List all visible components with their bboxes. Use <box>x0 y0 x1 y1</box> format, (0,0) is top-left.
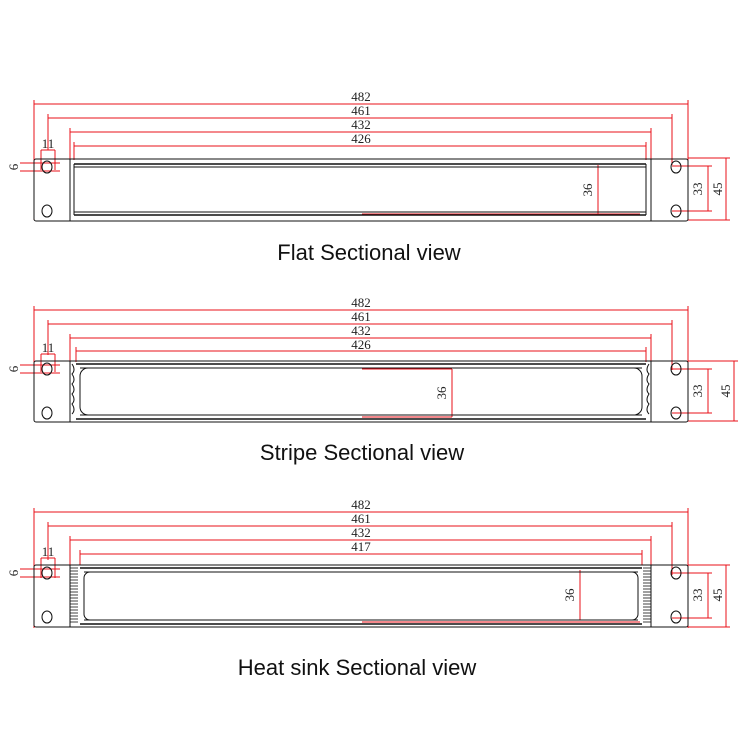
dim-ear-width: 11 <box>42 136 55 151</box>
dim-height: 45 <box>710 183 725 196</box>
dim-ear-width: 11 <box>42 340 55 355</box>
dim-hole-pitch: 33 <box>690 183 705 196</box>
dimension-lines <box>20 508 730 628</box>
dim-hole: 6 <box>6 163 21 170</box>
dim-426: 426 <box>351 337 371 352</box>
dim-432: 432 <box>351 323 371 338</box>
dim-hole: 6 <box>6 365 21 372</box>
caption-stripe: Stripe Sectional view <box>260 440 464 465</box>
dim-inner-height: 36 <box>580 183 595 197</box>
dim-inner-height: 36 <box>562 588 577 602</box>
dim-hole: 6 <box>6 569 21 576</box>
dim-inner-height: 36 <box>434 386 449 400</box>
dim-432: 432 <box>351 525 371 540</box>
caption-heat-sink: Heat sink Sectional view <box>238 655 477 680</box>
view-stripe: 482 461 432 426 11 6 36 33 45 Stripe Sec… <box>6 295 738 465</box>
dim-461: 461 <box>351 309 371 324</box>
dim-ear-width: 11 <box>42 544 55 559</box>
dim-height: 45 <box>710 589 725 602</box>
dim-482: 482 <box>351 89 371 104</box>
dimension-lines <box>20 100 730 221</box>
dim-482: 482 <box>351 295 371 310</box>
dim-417: 417 <box>351 539 371 554</box>
dim-426: 426 <box>351 131 371 146</box>
panel-outline <box>33 564 689 628</box>
dim-height: 45 <box>718 385 733 398</box>
view-heat-sink: 482 461 432 417 11 6 36 33 45 Heat sink … <box>6 497 730 680</box>
heat-sink-fins-left <box>70 567 78 623</box>
dim-hole-pitch: 33 <box>690 589 705 602</box>
dim-432: 432 <box>351 117 371 132</box>
panel-outline <box>33 158 689 222</box>
view-flat: 482 461 432 426 11 6 36 33 45 Flat Secti… <box>6 89 730 265</box>
panel-outline <box>33 360 689 423</box>
dim-461: 461 <box>351 103 371 118</box>
heat-sink-fins-right <box>643 567 651 623</box>
dim-hole-pitch: 33 <box>690 385 705 398</box>
caption-flat: Flat Sectional view <box>277 240 461 265</box>
dimension-lines <box>20 306 738 422</box>
dim-482: 482 <box>351 497 371 512</box>
dim-461: 461 <box>351 511 371 526</box>
